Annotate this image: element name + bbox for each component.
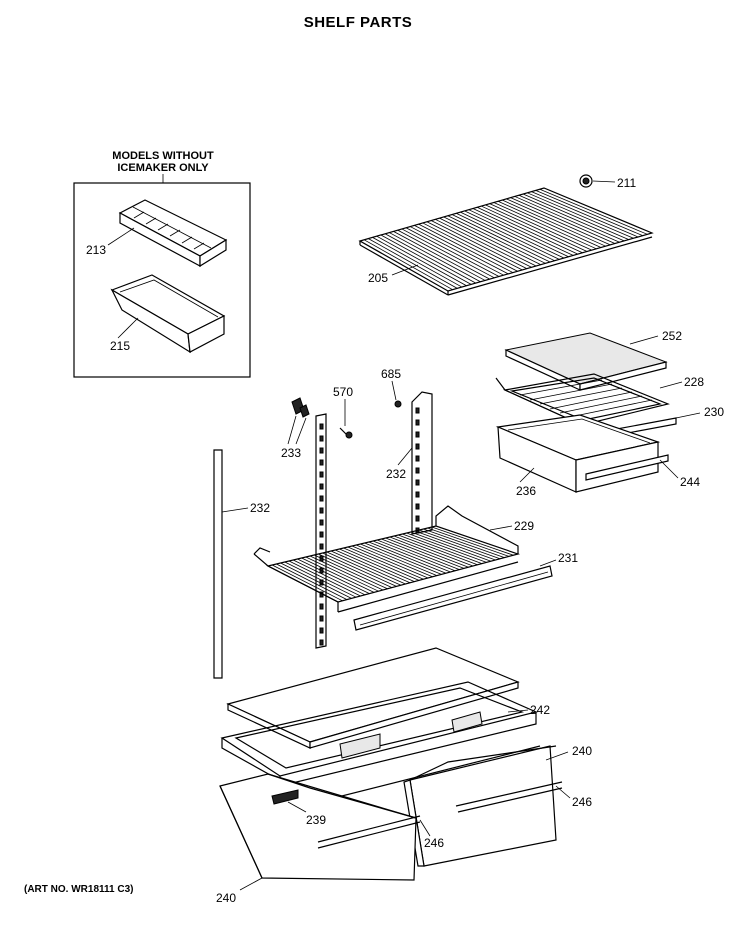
part-242-cover — [226, 647, 520, 749]
callout-242: 242 — [530, 703, 550, 717]
callout-685: 685 — [381, 367, 401, 381]
part-213-ice-tray — [118, 199, 228, 268]
part-211-cap — [579, 174, 593, 188]
page-title: SHELF PARTS — [304, 14, 413, 31]
callout-240-right: 240 — [572, 744, 592, 758]
art-number: (ART NO. WR18111 C3) — [24, 884, 133, 895]
icemaker-box: MODELS WITHOUT ICEMAKER ONLY 213 — [73, 150, 251, 378]
part-252-cover — [504, 332, 668, 391]
callout-232-left: 232 — [250, 501, 270, 515]
callout-240-left: 240 — [216, 891, 236, 905]
part-229-wire-shelf — [253, 505, 521, 613]
part-240-left-drawer — [219, 773, 421, 881]
part-232-rail-center — [315, 413, 327, 649]
callout-231: 231 — [558, 551, 578, 565]
part-570-screw — [339, 427, 353, 439]
callout-244: 244 — [680, 475, 700, 489]
callout-239: 239 — [306, 813, 326, 827]
part-215-ice-bin — [110, 274, 226, 354]
callout-246-right: 246 — [572, 795, 592, 809]
part-685-clip — [394, 400, 402, 408]
part-231-strip — [353, 565, 553, 631]
part-232-rail-left — [213, 449, 223, 679]
callout-570: 570 — [333, 385, 353, 399]
callout-236: 236 — [516, 484, 536, 498]
box-title-line1: MODELS WITHOUT — [112, 150, 214, 162]
callout-230: 230 — [704, 405, 724, 419]
callout-215: 215 — [110, 339, 130, 353]
callout-205: 205 — [368, 271, 388, 285]
callout-211: 211 — [617, 176, 636, 190]
callout-233: 233 — [281, 446, 301, 460]
callout-213: 213 — [86, 243, 106, 257]
part-236-pan — [495, 414, 661, 493]
part-233-brackets — [291, 397, 310, 418]
part-205-wire-shelf — [358, 187, 654, 296]
callout-252: 252 — [662, 329, 682, 343]
part-232-rail-right — [411, 391, 433, 535]
part-240-right-drawer — [403, 745, 563, 867]
callout-232-right: 232 — [386, 467, 406, 481]
part-244-strip — [585, 454, 669, 481]
callout-229: 229 — [514, 519, 534, 533]
callout-246-left: 246 — [424, 836, 444, 850]
box-title-line2: ICEMAKER ONLY — [117, 162, 209, 174]
callout-228: 228 — [684, 375, 704, 389]
